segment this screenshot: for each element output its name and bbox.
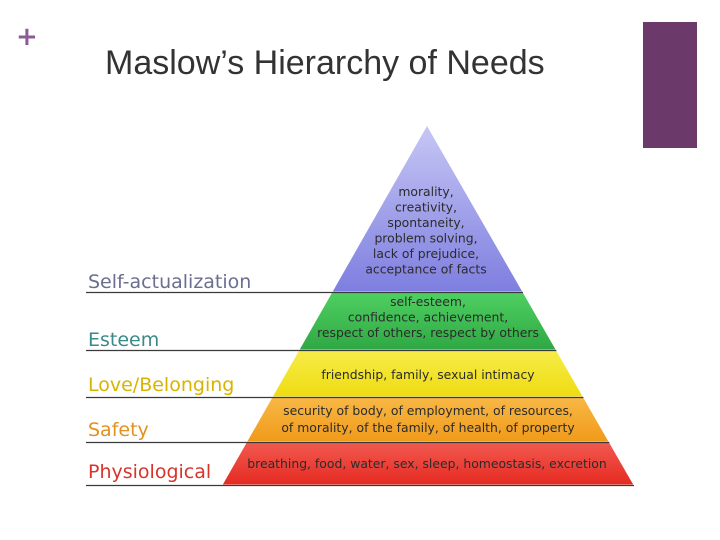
tier-3-description-line: of morality, of the family, of health, o… <box>281 420 574 435</box>
tier-4-description-line: breathing, food, water, sex, sleep, home… <box>247 456 606 471</box>
tier-0-description-line: acceptance of facts <box>365 262 486 277</box>
plus-icon: + <box>16 22 38 52</box>
level-label-4: Physiological <box>88 461 211 483</box>
tier-0-description-line: creativity, <box>395 200 457 215</box>
tier-1-description-line: confidence, achievement, <box>348 310 508 325</box>
tier-1-description-line: self-esteem, <box>390 294 466 309</box>
tier-3-description-line: security of body, of employment, of reso… <box>283 403 573 418</box>
level-label-2: Love/Belonging <box>88 374 234 396</box>
accent-bar <box>643 22 697 148</box>
level-label-1: Esteem <box>88 329 159 351</box>
level-label-0: Self-actualization <box>88 271 251 293</box>
tier-1-description-line: respect of others, respect by others <box>317 325 539 340</box>
slide-title: Maslow’s Hierarchy of Needs <box>105 44 545 82</box>
tier-2-description-line: friendship, family, sexual intimacy <box>321 367 534 382</box>
tier-0-description-line: spontaneity, <box>387 215 464 230</box>
tier-0-description-line: lack of prejudice, <box>373 246 479 261</box>
level-label-3: Safety <box>88 419 149 441</box>
tier-0-description-line: problem solving, <box>374 231 477 246</box>
tier-0-description-line: morality, <box>398 184 453 199</box>
